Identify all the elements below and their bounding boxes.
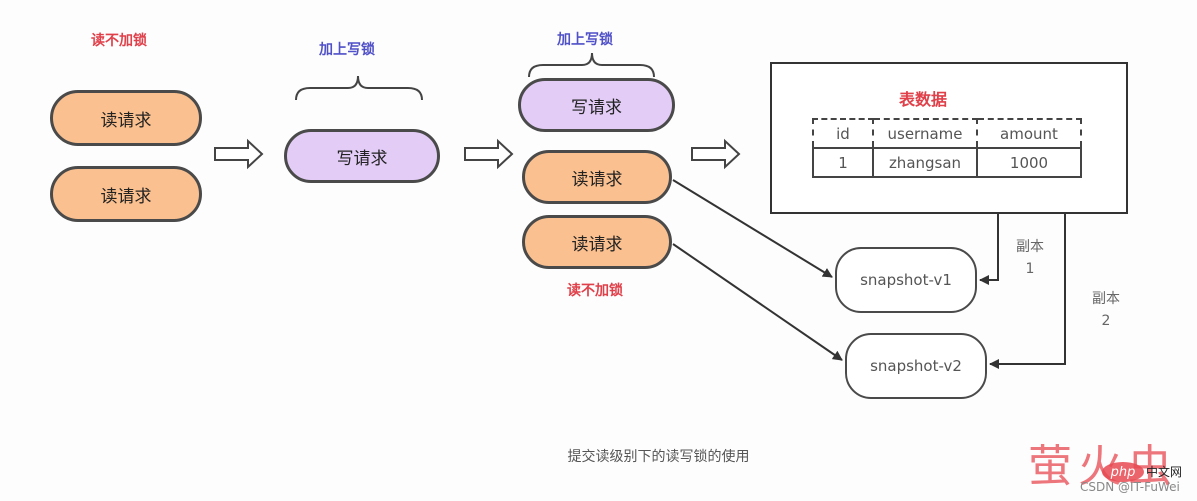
stage3-read-request-2: 读请求 [522,215,672,269]
copy-label-1: 副本 1 [1010,236,1050,280]
stage1-read-request-1: 读请求 [50,90,202,146]
stage2-write-request: 写请求 [284,129,440,183]
table-data-panel: 表数据 id username amount 1 zhangsan 1000 [770,62,1128,214]
copy-label-2-number: 2 [1101,313,1111,329]
arrow-copy-1 [979,214,999,285]
stage3-write-lock-label: 加上写锁 [557,32,613,48]
snapshot-v1: snapshot-v1 [835,247,977,313]
cell-amount: 1000 [976,147,1082,178]
stage1-no-lock-note: 读不加锁 [91,33,147,49]
column-header-username: username [872,118,978,149]
column-header-id: id [812,118,874,149]
watermark-cn-text: 中文网 [1146,465,1183,479]
copy-label-2-text: 副本 [1092,291,1120,307]
arrow-copy-2 [989,214,1066,369]
copy-label-1-number: 1 [1025,261,1035,277]
diagram-caption: 提交读级别下的读写锁的使用 [567,449,750,465]
table-data-title: 表数据 [899,90,948,109]
arrow-read1-to-snapshot-v1 [672,179,833,278]
data-table: id username amount 1 zhangsan 1000 [812,118,1082,178]
stage1-read-request-2: 读请求 [50,166,202,222]
watermark-php-badge: php [1102,462,1144,482]
watermark-csdn-credit: CSDN @IT-FuWei [1080,480,1180,494]
arrow-read2-to-snapshot-v2 [672,243,843,361]
table-header-row: id username amount [812,118,1082,149]
cell-username: zhangsan [872,147,978,178]
block-arrow-2 [464,138,514,170]
cell-id: 1 [812,147,874,178]
block-arrow-1 [214,138,264,170]
stage3-read-request-1: 读请求 [522,150,672,204]
stage2-write-lock-label: 加上写锁 [319,42,375,58]
table-row: 1 zhangsan 1000 [812,147,1082,178]
stage3-no-lock-note: 读不加锁 [567,283,623,299]
brace-stage2 [295,75,423,101]
watermark-logo-text: 萤火虫 [1028,441,1178,492]
copy-label-1-text: 副本 [1016,239,1044,255]
block-arrow-3 [691,138,741,170]
snapshot-v2: snapshot-v2 [845,333,987,399]
column-header-amount: amount [976,118,1082,149]
copy-label-2: 副本 2 [1086,288,1126,332]
brace-stage3 [528,52,655,78]
stage3-write-request: 写请求 [518,78,675,132]
